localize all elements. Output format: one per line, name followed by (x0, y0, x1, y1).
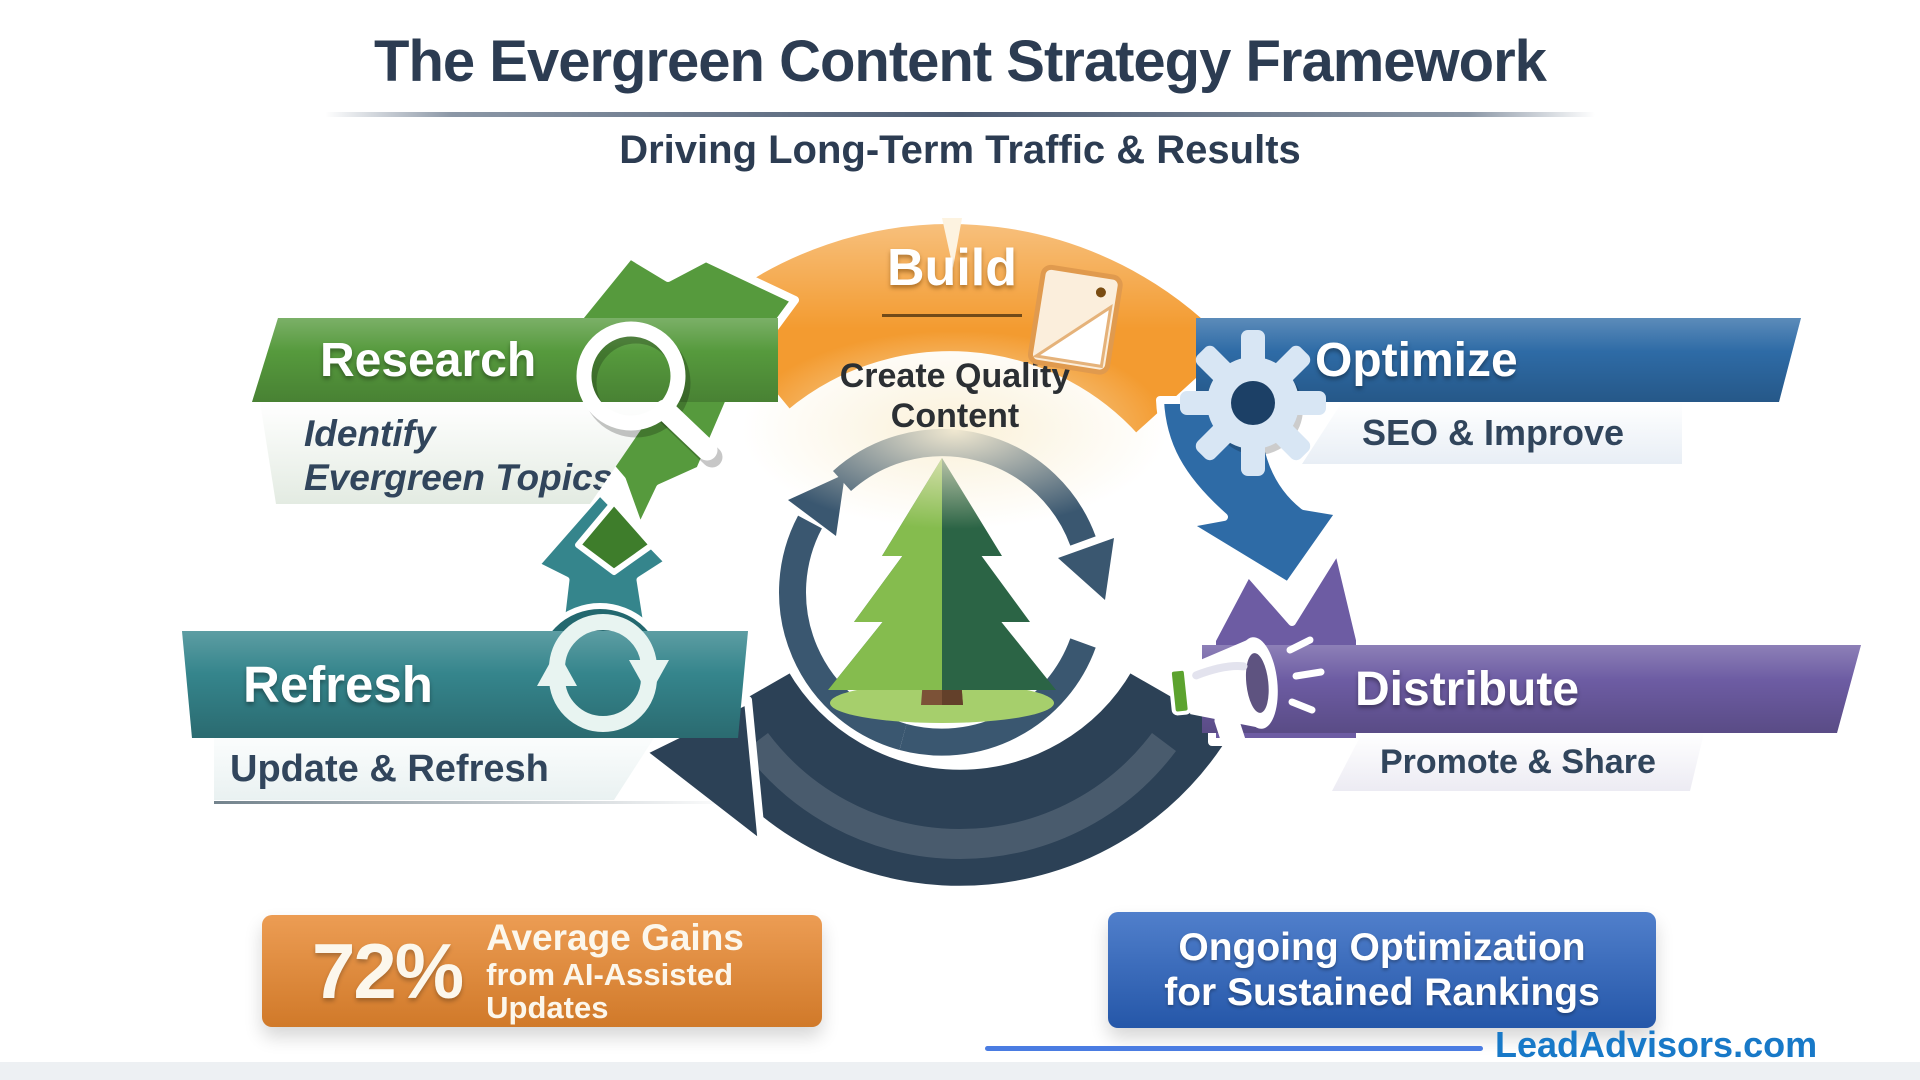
page-subtitle: Driving Long-Term Traffic & Results (619, 128, 1301, 172)
stage-label-build: Build (887, 239, 1017, 297)
build-arc-notch (942, 218, 962, 268)
stage-label-optimize: Optimize (1315, 333, 1518, 387)
stage-desc-optimize: SEO & Improve (1302, 402, 1682, 464)
optimize-desc: SEO & Improve (1362, 412, 1625, 453)
stage-desc-distribute: Promote & Share (1332, 733, 1704, 791)
stage-label-research: Research (320, 333, 537, 387)
distribute-desc: Promote & Share (1380, 742, 1656, 781)
research-desc-line1: Identify (304, 413, 436, 454)
stage-banner-refresh: Refresh (182, 631, 748, 738)
note-line2: for Sustained Rankings (1164, 971, 1600, 1014)
stat-line2: from AI-Assisted Updates (486, 956, 734, 1025)
brand-link[interactable]: LeadAdvisors.com (1495, 1024, 1818, 1065)
bottom-cycle-arc (638, 664, 1241, 894)
megaphone-icon (1167, 636, 1325, 752)
stage-label-refresh: Refresh (243, 656, 433, 713)
stage-banner-distribute: Distribute (1202, 645, 1861, 733)
footer-divider (985, 1046, 1483, 1051)
stat-value: 72% (312, 926, 464, 1015)
research-tail-wedge (575, 499, 655, 575)
stage-desc-refresh: Update & Refresh (214, 738, 654, 800)
page-title: The Evergreen Content Strategy Framework (374, 29, 1547, 94)
stage-desc-build: Create Quality Content (820, 356, 1090, 436)
stage-label-distribute: Distribute (1355, 662, 1580, 716)
ring-arrowhead-right (1058, 538, 1114, 600)
stat-lines: Average Gains from AI-Assisted Updates (486, 916, 822, 1025)
refresh-arrows-icon (537, 614, 669, 732)
sound-lines (1286, 636, 1325, 714)
stage-banner-optimize: Optimize (1196, 318, 1801, 402)
document-icon (1027, 264, 1123, 375)
title-divider (325, 112, 1595, 117)
build-underline (882, 314, 1022, 317)
gear-icon (1180, 330, 1326, 476)
build-desc-line1: Create Quality (839, 357, 1071, 395)
bottom-strip (0, 1062, 1920, 1080)
research-desc-line2: Evergreen Topics (304, 456, 614, 498)
magnifier-icon (576, 321, 723, 468)
stage-desc-research: Identify Evergreen Topics (260, 402, 660, 504)
refresh-desc: Update & Refresh (230, 747, 549, 790)
stat-line1: Average Gains (486, 916, 744, 958)
refresh-desc-rule (214, 801, 734, 804)
stat-callout: 72% Average Gains from AI-Assisted Updat… (262, 915, 822, 1027)
build-desc-line2: Content (890, 397, 1020, 436)
stage-banner-research: Research (252, 318, 778, 402)
note-line1: Ongoing Optimization (1178, 925, 1586, 969)
note-callout: Ongoing Optimization for Sustained Ranki… (1108, 912, 1656, 1028)
